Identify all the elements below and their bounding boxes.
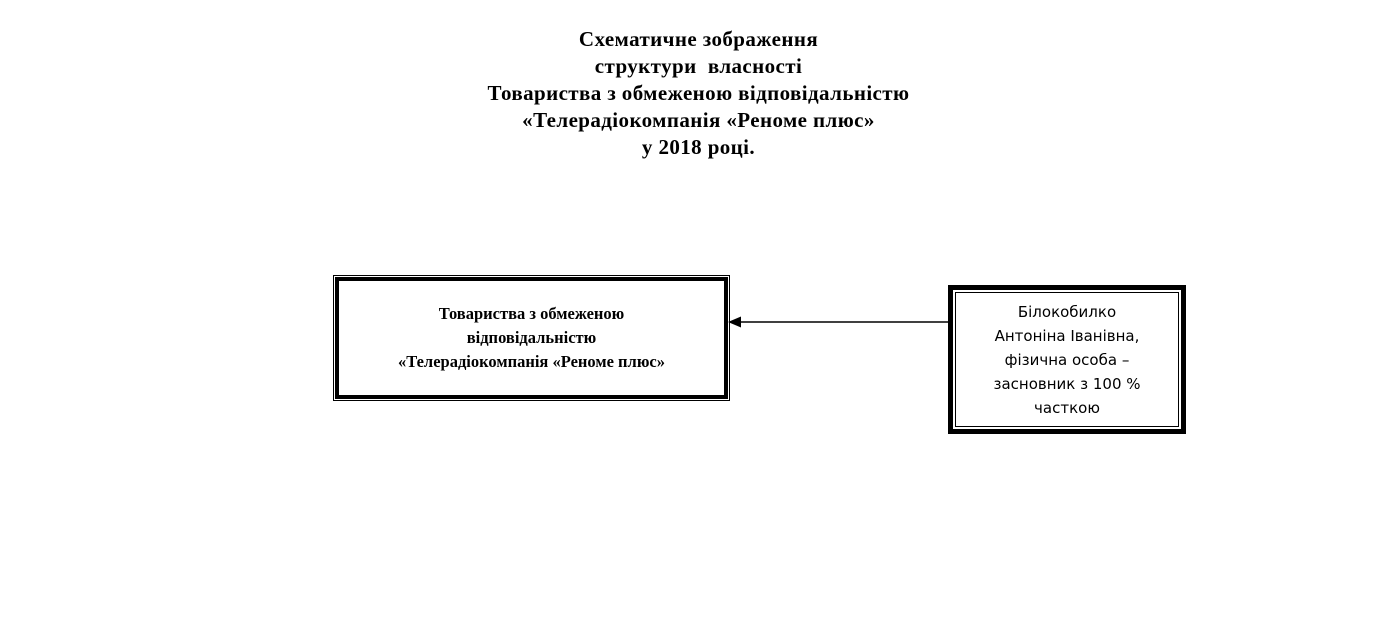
node-company-text: Товариства з обмеженою відповідальністю … — [398, 302, 665, 374]
node-company-line-2: відповідальністю — [466, 328, 597, 347]
node-founder-line-4: засновник з 100 % — [993, 374, 1141, 393]
arrow-head-left-icon — [728, 316, 741, 328]
node-company-line-3: «Телерадіокомпанія «Реноме плюс» — [397, 352, 665, 371]
node-founder-line-2: Антоніна Іванівна, — [994, 326, 1140, 345]
title-line-4: «Телерадіокомпанія «Реноме плюс» — [522, 108, 875, 132]
node-founder-frame: Білокобилко Антоніна Іванівна, фізична о… — [955, 292, 1179, 427]
node-company: Товариства з обмеженою відповідальністю … — [333, 275, 730, 401]
node-founder-text: Білокобилко Антоніна Іванівна, фізична о… — [993, 300, 1140, 420]
page-title: Схематичне зображення структури власност… — [0, 26, 1397, 161]
node-founder-line-3: фізична особа – — [1004, 350, 1130, 369]
arrow-founder-to-company — [728, 316, 951, 328]
node-founder: Білокобилко Антоніна Іванівна, фізична о… — [948, 285, 1186, 434]
node-company-line-1: Товариства з обмеженою — [438, 304, 625, 323]
title-line-5: у 2018 році. — [641, 135, 756, 159]
node-company-frame: Товариства з обмеженою відповідальністю … — [335, 277, 728, 399]
title-line-2: структури власності — [594, 54, 803, 78]
node-founder-line-5: часткою — [1034, 398, 1100, 417]
title-line-1: Схематичне зображення — [578, 27, 819, 51]
node-founder-line-1: Білокобилко — [1017, 302, 1117, 321]
title-line-3: Товариства з обмеженою відповідальністю — [487, 81, 910, 105]
